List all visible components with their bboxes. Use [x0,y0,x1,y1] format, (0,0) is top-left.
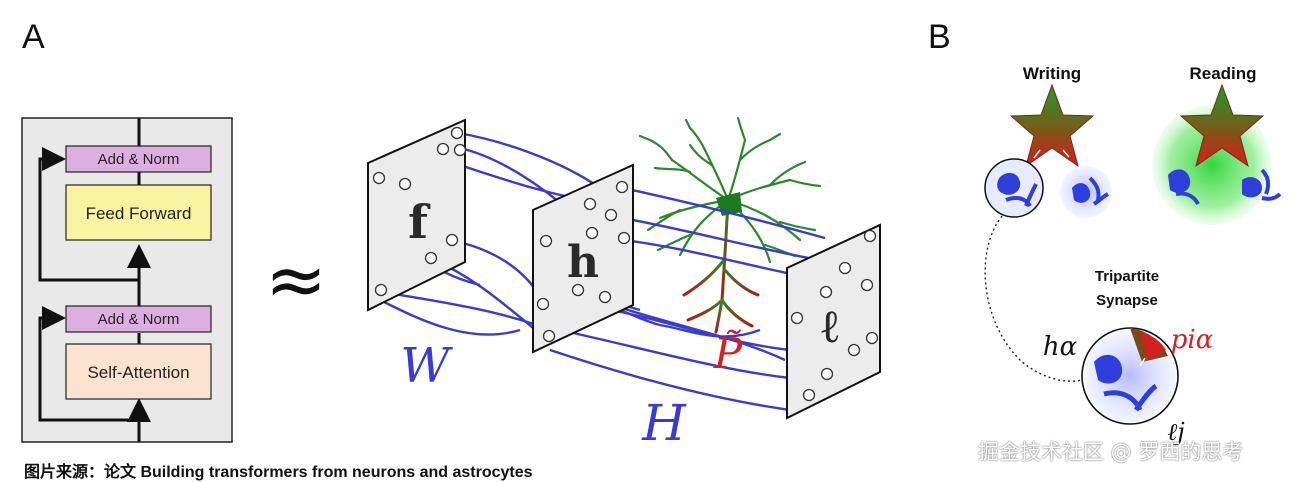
plane-l-label: ℓ [821,299,838,353]
panel-a-letter: A [22,18,45,56]
panel-b-letter: B [928,18,951,56]
label-W: W [400,338,453,394]
network-diagram: f h ℓ W H P̃ [367,116,881,452]
l-j-label: ℓj [1167,418,1185,446]
approx-symbol: ≈ [265,237,327,323]
plane-h-label: h [567,237,599,288]
label-H: H [641,394,687,452]
tripartite-label-2: Synapse [1096,292,1158,309]
writing-label: Writing [1023,64,1081,83]
plane-h: h [532,163,634,354]
self-attention-label: Self-Attention [87,363,189,382]
h-alpha-label: hα [1043,332,1078,362]
self-attention-block [65,343,212,400]
label-P-tilde: P̃ [713,328,743,378]
p-i-alpha-label: piα [1171,325,1214,355]
dotted-link [984,215,1083,382]
figure-caption: 图片来源：论文 Building transformers from neuro… [24,464,533,481]
panel-b-diagram: Writing Reading Tripartite Synapse [984,64,1282,446]
plane-f-label: f [408,195,431,249]
add-norm-top-label: Add & Norm [98,151,180,168]
astrocyte-trunk [682,198,760,334]
add-norm-bottom-block [65,305,212,333]
feed-forward-label: Feed Forward [86,204,192,223]
feed-forward-block [65,184,212,241]
add-norm-bottom-label: Add & Norm [98,311,180,328]
watermark-text: 掘金技术社区 @ 罗西的思考 [978,440,1244,464]
transformer-block: Add & Norm Feed Forward Add & Norm Self-… [21,117,233,443]
writing-star [1009,83,1095,168]
reading-star [1152,83,1272,225]
tripartite-synapse [1081,327,1179,425]
tripartite-label-1: Tripartite [1095,268,1159,285]
plane-l: ℓ [786,223,881,420]
reading-label: Reading [1189,64,1256,83]
add-norm-top-block [65,145,212,173]
plane-f: f [367,118,467,312]
